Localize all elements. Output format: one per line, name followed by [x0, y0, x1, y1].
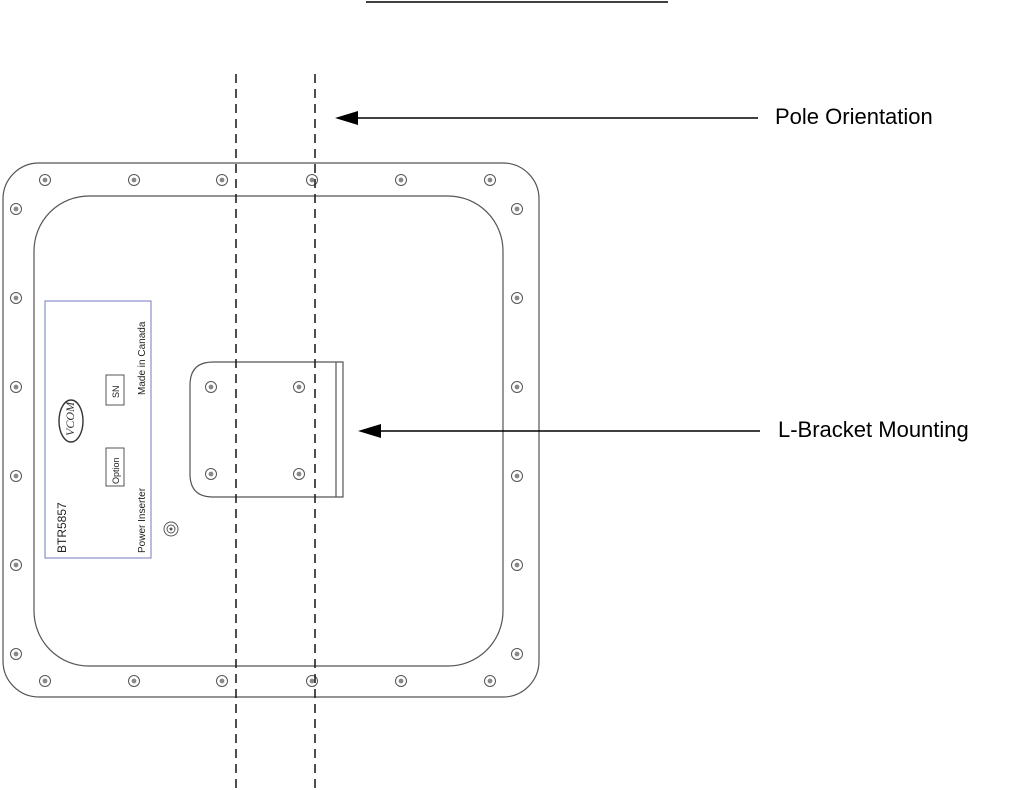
origin-text: Made in Canada	[137, 321, 148, 395]
bolt-icon	[217, 175, 228, 186]
bolt-icon	[40, 676, 51, 687]
bolt-icon	[11, 204, 22, 215]
connector-icon	[164, 522, 178, 536]
label-plate: BTR5857 Power Inserter Made in Canada Op…	[45, 301, 151, 558]
bolt-icon	[512, 649, 523, 660]
bolt-icon	[512, 471, 523, 482]
bolt-icon	[11, 293, 22, 304]
bolt-icon	[512, 293, 523, 304]
bolt-icon	[11, 649, 22, 660]
l-bracket-mounting-label: L-Bracket Mounting	[778, 419, 969, 441]
bolt-icon	[40, 175, 51, 186]
bolt-icon	[294, 469, 305, 480]
pole-orientation-label: Pole Orientation	[775, 106, 933, 128]
bolt-icon	[294, 382, 305, 393]
l-bracket	[190, 362, 343, 497]
bracket-bolts	[206, 382, 305, 480]
logo-text: VCOM	[63, 401, 77, 436]
product-text: Power Inserter	[137, 487, 148, 553]
option-text: Option	[111, 457, 121, 484]
bolt-icon	[512, 560, 523, 571]
pole-orientation-arrow	[335, 111, 758, 125]
bolt-icon	[307, 175, 318, 186]
bolt-icon	[206, 469, 217, 480]
model-text: BTR5857	[55, 502, 69, 553]
bolt-icon	[396, 175, 407, 186]
bolt-icon	[11, 471, 22, 482]
bolt-icon	[512, 382, 523, 393]
enclosure-outer	[3, 163, 539, 697]
serial-text: SN	[111, 385, 121, 398]
bolt-icon	[217, 676, 228, 687]
bolt-icon	[129, 676, 140, 687]
bolt-icon	[206, 382, 217, 393]
bolt-icon	[11, 382, 22, 393]
bolt-icon	[485, 676, 496, 687]
l-bracket-arrow	[358, 424, 760, 438]
bolt-icon	[307, 676, 318, 687]
bolt-icon	[129, 175, 140, 186]
bolt-icon	[11, 560, 22, 571]
bolt-icon	[485, 175, 496, 186]
bolt-icon	[512, 204, 523, 215]
bolt-icon	[396, 676, 407, 687]
logo-icon: VCOM	[59, 400, 83, 442]
